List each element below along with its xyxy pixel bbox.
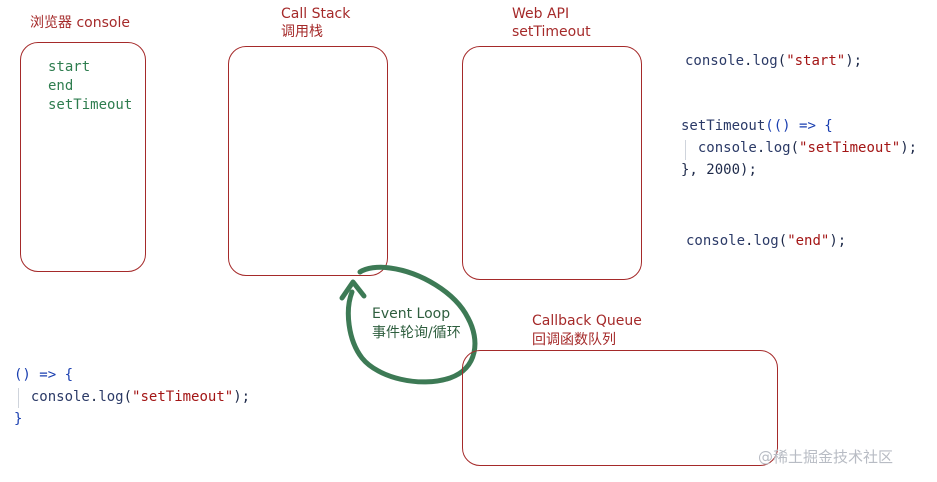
code-token: }	[14, 411, 23, 427]
code-indent-guide	[18, 388, 19, 408]
code-token: log	[765, 140, 791, 156]
code-line: console.log("setTimeout");	[30, 389, 251, 405]
web-api-box	[462, 46, 642, 280]
callback-queue-subtitle: 回调函数队列	[532, 332, 616, 348]
callback-queue-box	[462, 350, 778, 466]
code-line: }	[14, 408, 250, 430]
console-line-end: end	[48, 78, 74, 94]
code-indent-guide	[685, 140, 686, 160]
code-string: "start"	[786, 53, 846, 69]
event-loop-arrowhead	[339, 279, 367, 301]
code-token: console	[697, 140, 757, 156]
code-block-settimeout: setTimeout(() => { console.log("setTimeo…	[681, 115, 917, 181]
code-block-callback: () => { console.log("setTimeout");}	[14, 364, 250, 430]
code-line: console.log("setTimeout");	[697, 140, 918, 156]
code-line-start: console.log("start");	[685, 53, 863, 69]
code-token: );	[740, 162, 757, 178]
web-api-title: Web API	[512, 6, 570, 22]
code-string: "setTimeout"	[799, 140, 901, 156]
code-token: console	[686, 233, 746, 249]
code-token: console	[685, 53, 745, 69]
code-string: "end"	[787, 233, 830, 249]
event-loop-subtitle: 事件轮询/循环	[372, 325, 461, 341]
code-token: },	[681, 162, 707, 178]
console-line-start: start	[48, 59, 91, 75]
code-line: setTimeout(() => {	[681, 115, 917, 137]
code-token: console	[30, 389, 90, 405]
console-panel-box	[20, 42, 146, 272]
code-line: () => {	[14, 364, 250, 386]
call-stack-box	[228, 46, 388, 276]
code-token: log	[753, 233, 779, 249]
code-number: 2000	[706, 162, 741, 178]
event-loop-title: Event Loop	[372, 306, 451, 322]
code-line: }, 2000);	[681, 159, 917, 181]
code-token: log	[98, 389, 124, 405]
call-stack-title: Call Stack	[281, 6, 351, 22]
code-token: () => {	[14, 367, 74, 383]
code-token: (() => {	[765, 118, 833, 134]
code-string: "setTimeout"	[132, 389, 234, 405]
code-line-end: console.log("end");	[686, 233, 847, 249]
call-stack-subtitle: 调用栈	[281, 24, 323, 40]
code-token: log	[752, 53, 778, 69]
code-token: setTimeout	[681, 118, 766, 134]
callback-queue-title: Callback Queue	[532, 313, 642, 329]
console-line-settimeout: setTimeout	[48, 97, 133, 113]
watermark: @稀土掘金技术社区	[758, 448, 894, 466]
web-api-subtitle: setTimeout	[512, 24, 591, 40]
console-panel-title: 浏览器 console	[30, 15, 130, 31]
